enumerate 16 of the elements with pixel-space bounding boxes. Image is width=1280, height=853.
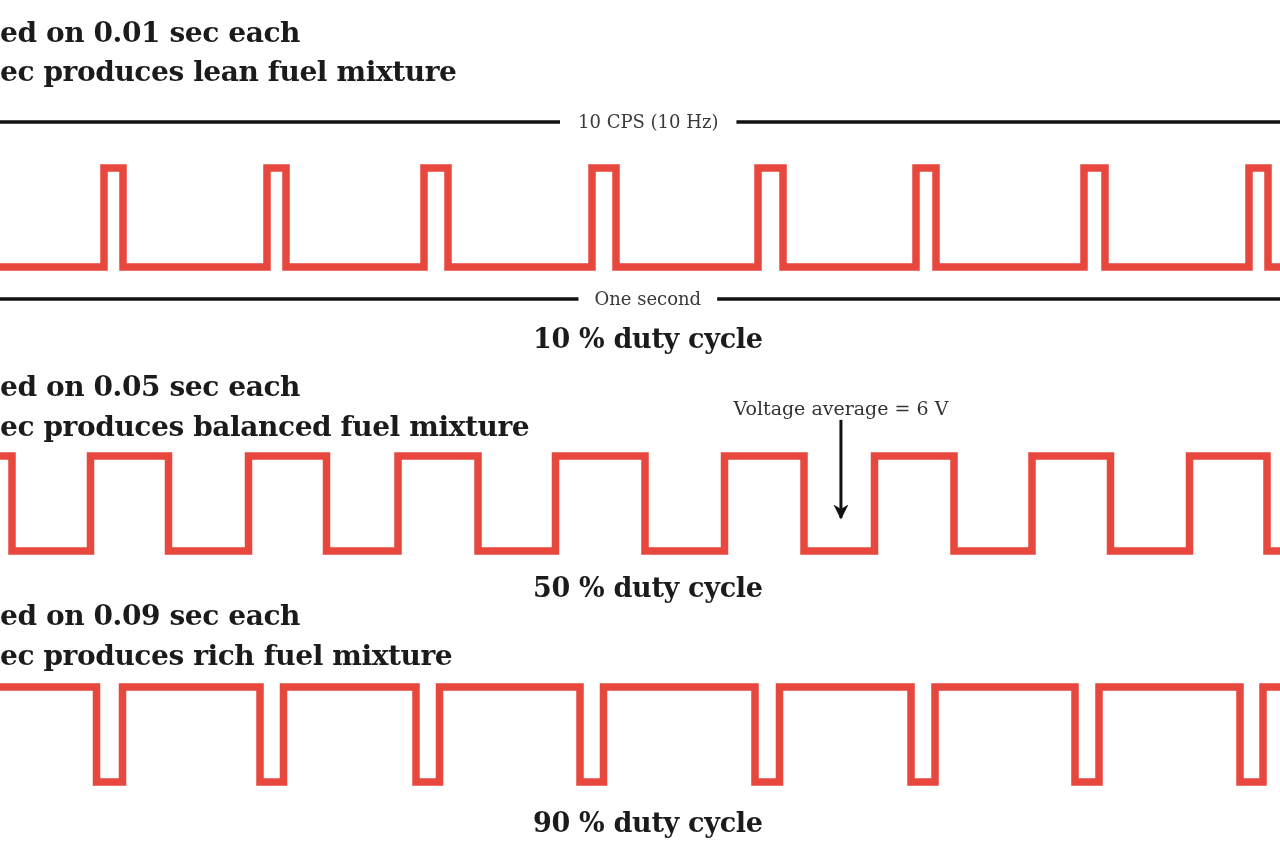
description-text: ed on 0.09 sec each: [0, 600, 300, 633]
description-text: ec produces lean fuel mixture: [0, 56, 457, 89]
duty-cycle-label: 90 % duty cycle: [533, 806, 763, 838]
pulse-waveform: [0, 164, 1280, 271]
description-text: ed on 0.01 sec each: [0, 17, 300, 50]
duty-cycle-label: 10 % duty cycle: [533, 322, 763, 354]
duty-cycle-label: 50 % duty cycle: [533, 571, 763, 603]
dimension-label: 10 CPS (10 Hz): [578, 111, 719, 133]
annotation-label: Voltage average = 6 V: [733, 398, 949, 420]
description-text: ec produces rich fuel mixture: [0, 640, 453, 673]
arrow: [833, 419, 849, 520]
description-text: ec produces balanced fuel mixture: [0, 411, 530, 444]
description-text: ed on 0.05 sec each: [0, 371, 300, 404]
dimension-label: One second: [594, 288, 702, 310]
pulse-waveform: [0, 683, 1280, 786]
pulse-waveform: [0, 452, 1280, 555]
